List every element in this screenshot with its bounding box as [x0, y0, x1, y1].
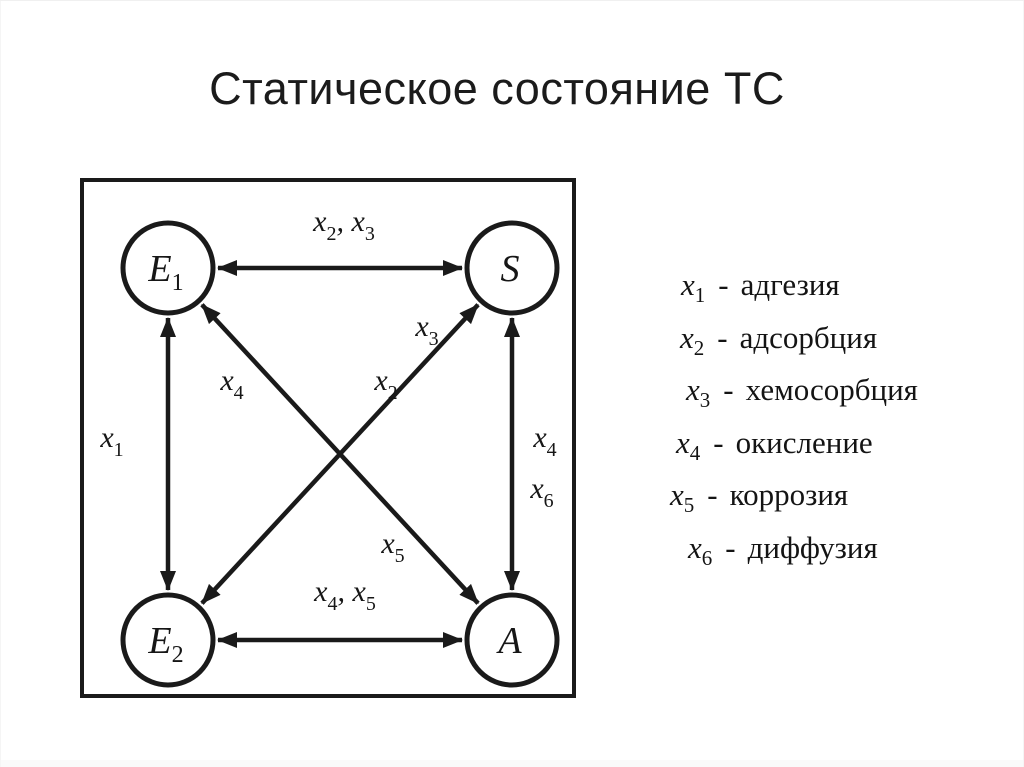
legend-term: адсорбция: [739, 319, 878, 355]
label-e1-a-x5: x5: [380, 527, 404, 567]
legend-var: x2: [680, 319, 705, 360]
node-label-S: S: [501, 248, 520, 290]
legend-var: x3: [686, 372, 711, 413]
legend-var: x5: [670, 477, 695, 518]
label-e2-s-x3: x3: [414, 310, 438, 350]
node-circle-E1: [120, 220, 216, 316]
legend-term: диффузия: [747, 529, 878, 565]
variable-legend: x1 - адгезия x2 - адсорбция x3 - хемосор…: [670, 259, 1015, 574]
label-e2-s-x2: x2: [373, 364, 397, 404]
legend-dash: -: [723, 372, 734, 408]
label-e1-e2: x1: [99, 421, 123, 461]
legend-dash: -: [713, 424, 724, 460]
diagram-frame: [80, 178, 576, 698]
node-label-E1: E1: [147, 248, 183, 296]
legend-item-x3: x3 - хемосорбция: [670, 364, 1015, 417]
node-label-E2: E2: [147, 620, 183, 668]
legend-dash: -: [718, 267, 729, 303]
label-e1-s: x2, x3: [312, 205, 375, 245]
legend-item-x5: x5 - коррозия: [670, 469, 1015, 522]
node-circle-S: [464, 220, 560, 316]
legend-item-x2: x2 - адсорбция: [670, 312, 1015, 365]
node-circle-E2: [120, 592, 216, 688]
legend-var: x1: [681, 267, 706, 308]
edge-e1-a: [200, 303, 480, 605]
legend-item-x4: x4 - окисление: [670, 417, 1015, 470]
legend-dash: -: [725, 529, 736, 565]
legend-dash: -: [717, 319, 728, 355]
label-e1-a-x4: x4: [219, 364, 243, 404]
label-s-a-x6: x6: [529, 472, 553, 512]
slide-title: Статическое состояние ТС: [209, 63, 785, 114]
legend-term: коррозия: [729, 477, 849, 513]
legend-term: адгезия: [740, 267, 840, 303]
legend-item-x6: x6 - диффузия: [670, 522, 1015, 575]
legend-var: x6: [688, 529, 713, 570]
label-s-a-x4: x4: [532, 421, 556, 461]
node-label-A: A: [495, 620, 522, 662]
node-circle-A: [464, 592, 560, 688]
legend-var: x4: [676, 424, 701, 465]
legend-dash: -: [707, 477, 718, 513]
legend-item-x1: x1 - адгезия: [670, 259, 1015, 312]
legend-term: хемосорбция: [745, 372, 918, 408]
label-e2-a: x4, x5: [313, 575, 376, 615]
legend-term: окисление: [735, 424, 873, 460]
